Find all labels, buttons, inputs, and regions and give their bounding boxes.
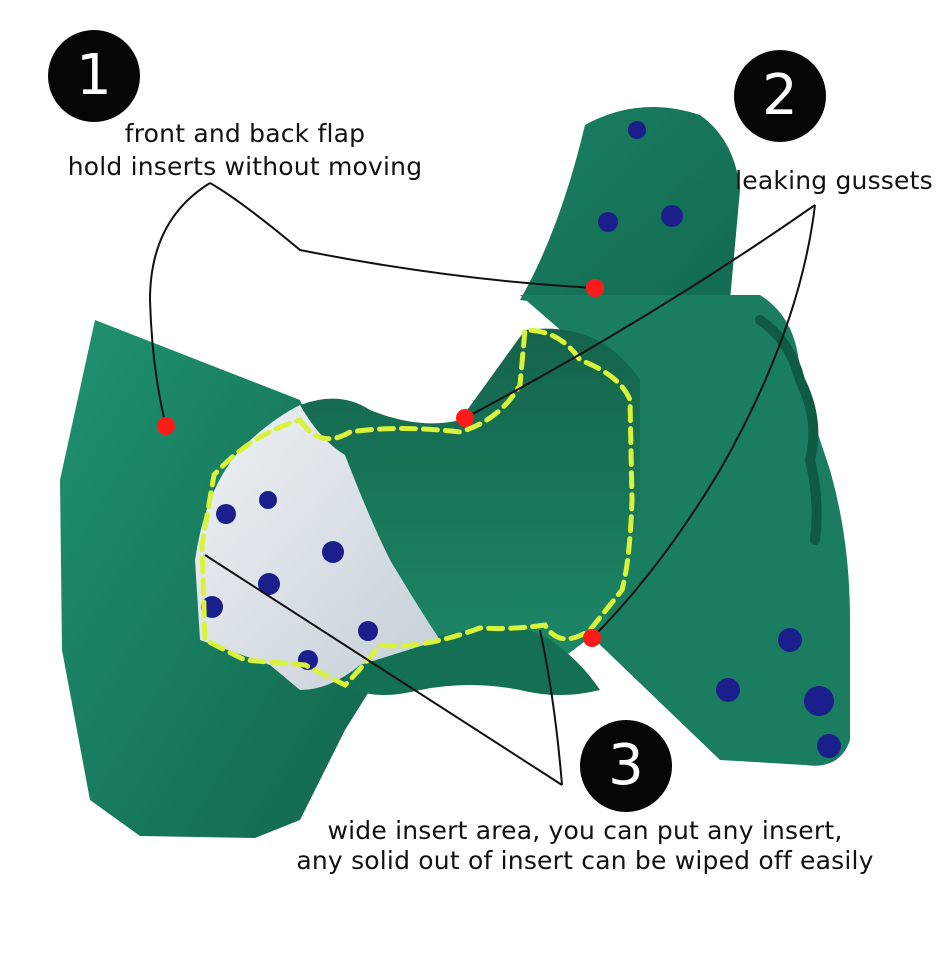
callout-3-badge: 3 bbox=[580, 720, 672, 812]
callout-1-line-2: hold inserts without moving bbox=[67, 152, 423, 181]
callout-2-badge: 2 bbox=[734, 50, 826, 142]
back-flap-wing bbox=[520, 107, 740, 310]
callout-3-line-b bbox=[539, 629, 563, 786]
callout-3-line-1: wide insert area, you can put any insert… bbox=[327, 816, 843, 845]
markers bbox=[157, 279, 604, 647]
callout-2-line-b bbox=[591, 204, 816, 639]
snaps bbox=[201, 121, 841, 758]
callout-1-line-1: front and back flap bbox=[124, 119, 366, 148]
callout-1-badge: 1 bbox=[48, 30, 140, 122]
callout-3-line-2: any solid out of insert can be wiped off… bbox=[296, 846, 874, 875]
flap-lining bbox=[195, 405, 440, 690]
callout-2-line-1: leaking gussets bbox=[735, 166, 933, 195]
callout-1-line-a bbox=[148, 182, 211, 427]
callout-1-line-b bbox=[209, 182, 596, 289]
insert-area-outline bbox=[199, 327, 635, 689]
back-side-panel bbox=[520, 295, 850, 766]
callout-3-line-a bbox=[204, 554, 563, 786]
callout-2-line-a bbox=[464, 204, 816, 419]
elastic-leg-right bbox=[755, 315, 822, 545]
